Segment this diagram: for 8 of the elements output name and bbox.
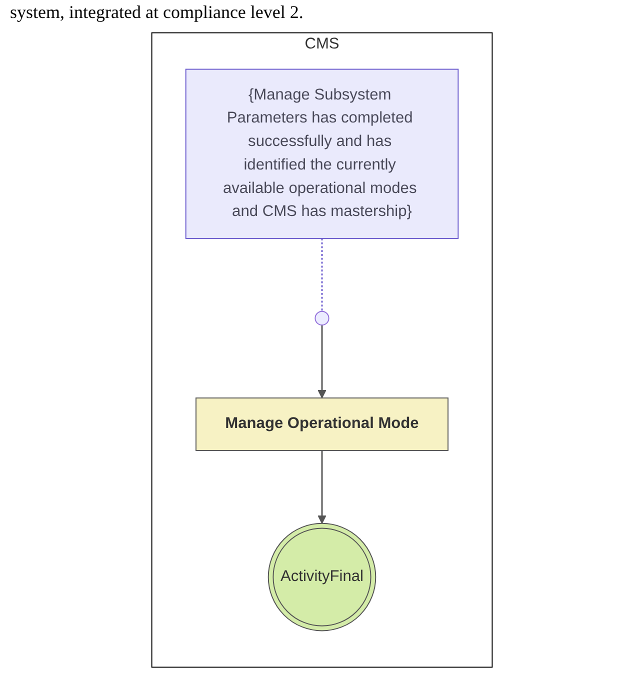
arrow: [318, 450, 326, 524]
caption-text: system, integrated at compliance level 2.: [10, 2, 304, 23]
connector: [321, 238, 323, 312]
node-box: {Manage Subsystem Parameters has completed successfully and has identified the currently available operational modes and CMS has mastership}: [185, 68, 459, 239]
arrow: [318, 325, 326, 398]
node-box: Manage Operational Mode: [196, 397, 448, 451]
node-circle: [314, 310, 330, 326]
node-circle: ActivityFinal: [268, 522, 376, 632]
